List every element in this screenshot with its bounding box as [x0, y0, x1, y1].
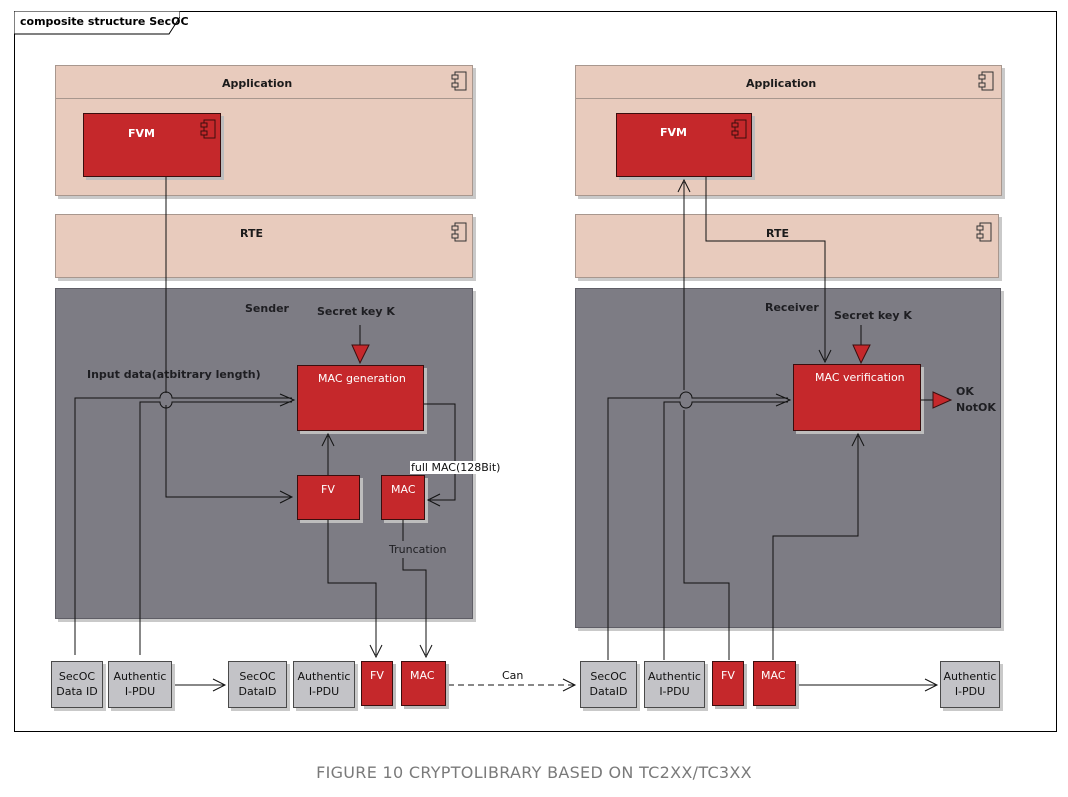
pdu-mac-1-label: MAC [410, 669, 435, 682]
right-fvm-label: FVM [660, 126, 687, 139]
component-icon [978, 71, 994, 91]
receiver-label: Receiver [765, 301, 819, 314]
right-application-label: Application [746, 77, 817, 90]
notok-label: NotOK [956, 401, 996, 414]
can-label: Can [502, 669, 524, 682]
left-secret-key-port [351, 344, 370, 365]
truncation-label: Truncation [389, 543, 447, 556]
left-rte-box [55, 214, 473, 278]
frame-tab [14, 11, 180, 35]
left-application-label: Application [222, 77, 293, 90]
right-rte-box [575, 214, 999, 278]
component-icon [451, 71, 467, 91]
component-icon [200, 119, 216, 139]
figure-caption: FIGURE 10 CRYPTOLIBRARY BASED ON TC2XX/T… [316, 763, 752, 782]
ok-output-port [932, 391, 953, 409]
pdu-fv-2 [712, 661, 744, 706]
mac-verification-label: MAC verification [815, 371, 905, 384]
left-fvm-box [83, 113, 221, 177]
pdu-fv-1-label: FV [370, 669, 384, 682]
pdu-fv-2-label: FV [721, 669, 735, 682]
ok-label: OK [956, 385, 974, 398]
input-data-line [74, 391, 292, 655]
full-mac-label: full MAC(128Bit) [410, 461, 502, 474]
right-secret-key-label: Secret key K [834, 309, 912, 322]
right-fvm-box [616, 113, 752, 177]
pdu-mac-2-label: MAC [761, 669, 786, 682]
full-mac-line [424, 403, 456, 501]
pdu-mac-1 [401, 661, 446, 706]
left-fv-box [297, 475, 360, 520]
left-mac-box [381, 475, 425, 520]
right-secret-key-port [852, 344, 871, 365]
mac-generation-label: MAC generation [318, 372, 406, 385]
mac-generation-box [297, 365, 424, 431]
right-rte-label: RTE [766, 227, 789, 240]
right-receiver-region [575, 288, 1001, 628]
right-application-header [575, 65, 1002, 99]
input-data-label: Input data(atbitrary length) [87, 368, 261, 381]
pdu-fv-1 [361, 661, 393, 706]
component-icon [451, 222, 467, 242]
pdu-mac-2 [753, 661, 796, 706]
left-fvm-label: FVM [128, 127, 155, 140]
left-secret-key-label: Secret key K [317, 305, 395, 318]
left-fv-label: FV [321, 483, 335, 496]
mac-verification-box [793, 364, 921, 431]
left-rte-label: RTE [240, 227, 263, 240]
frame-title: composite structure SecOC [20, 15, 189, 28]
sender-label: Sender [245, 302, 289, 315]
left-application-header [55, 65, 473, 99]
component-icon [976, 222, 992, 242]
component-icon [731, 119, 747, 139]
left-mac-label: MAC [391, 483, 416, 496]
